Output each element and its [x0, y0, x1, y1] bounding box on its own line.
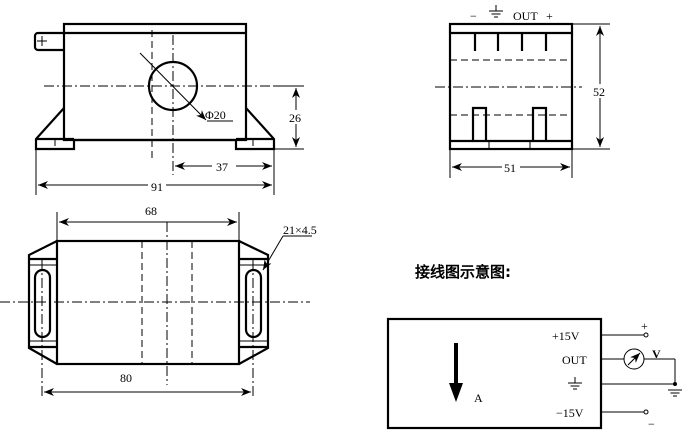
terminal-out: OUT — [562, 353, 587, 367]
dim-width-91: 91 — [151, 180, 163, 194]
wiring-diagram: 接线图示意图: A +15V OUT −15V + V − — [386, 263, 683, 431]
terminal-plus15v: +15V — [552, 329, 580, 343]
current-label: A — [474, 391, 483, 405]
terminal-minus15v: −15V — [556, 406, 584, 420]
ground-icon — [488, 5, 504, 18]
pin-plus-label: + — [546, 9, 553, 23]
supply-minus-sign: − — [648, 417, 655, 431]
dim-height-26: 26 — [289, 111, 301, 125]
slot-size-label: 21×4.5 — [283, 223, 317, 237]
ground-icon — [567, 377, 583, 390]
current-arrow-icon — [449, 383, 463, 402]
front-view: Φ20 26 37 91 — [33, 22, 305, 195]
pin-minus-label: − — [470, 9, 477, 23]
side-view: − OUT + 52 51 — [435, 5, 610, 178]
dim-offset-37: 37 — [216, 160, 228, 174]
voltmeter-label: V — [652, 347, 661, 361]
ground-icon — [667, 389, 683, 397]
pin-out-label: OUT — [513, 9, 538, 23]
dim-inner-68: 68 — [145, 204, 157, 218]
supply-plus-sign: + — [641, 319, 648, 333]
bottom-view: 68 21×4.5 80 21×4.5 — [0, 204, 317, 398]
dim-width-51: 51 — [504, 161, 516, 175]
dim-height-52: 52 — [593, 85, 605, 99]
voltmeter-icon — [623, 348, 645, 370]
wiring-title: 接线图示意图: — [415, 263, 511, 281]
diameter-label: Φ20 — [205, 108, 226, 122]
tab-hole-icon — [37, 36, 47, 46]
dim-holes-80-label: 80 — [120, 371, 132, 385]
